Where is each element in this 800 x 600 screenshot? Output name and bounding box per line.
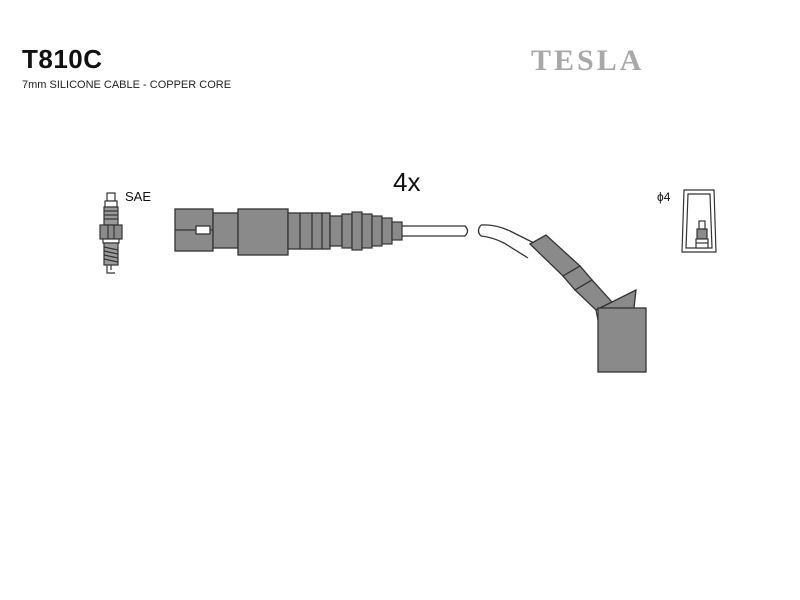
plug-standard-label: SAE — [125, 189, 152, 204]
part-number: T810C — [22, 44, 103, 74]
ignition-cable — [402, 224, 539, 259]
cable-description: 7mm SILICONE CABLE - COPPER CORE — [22, 79, 232, 91]
brand-logo: TESLA — [531, 44, 645, 77]
spark-plug-angled-boot — [528, 234, 647, 373]
terminal-detail-icon — [681, 189, 717, 253]
coil-connector-ribbed-sleeve — [341, 211, 403, 251]
quantity-label: 4x — [393, 167, 421, 197]
terminal-diameter-label: ϕ4 — [657, 190, 671, 204]
spark-plug-icon — [99, 192, 123, 274]
coil-connector-boot — [174, 208, 343, 256]
